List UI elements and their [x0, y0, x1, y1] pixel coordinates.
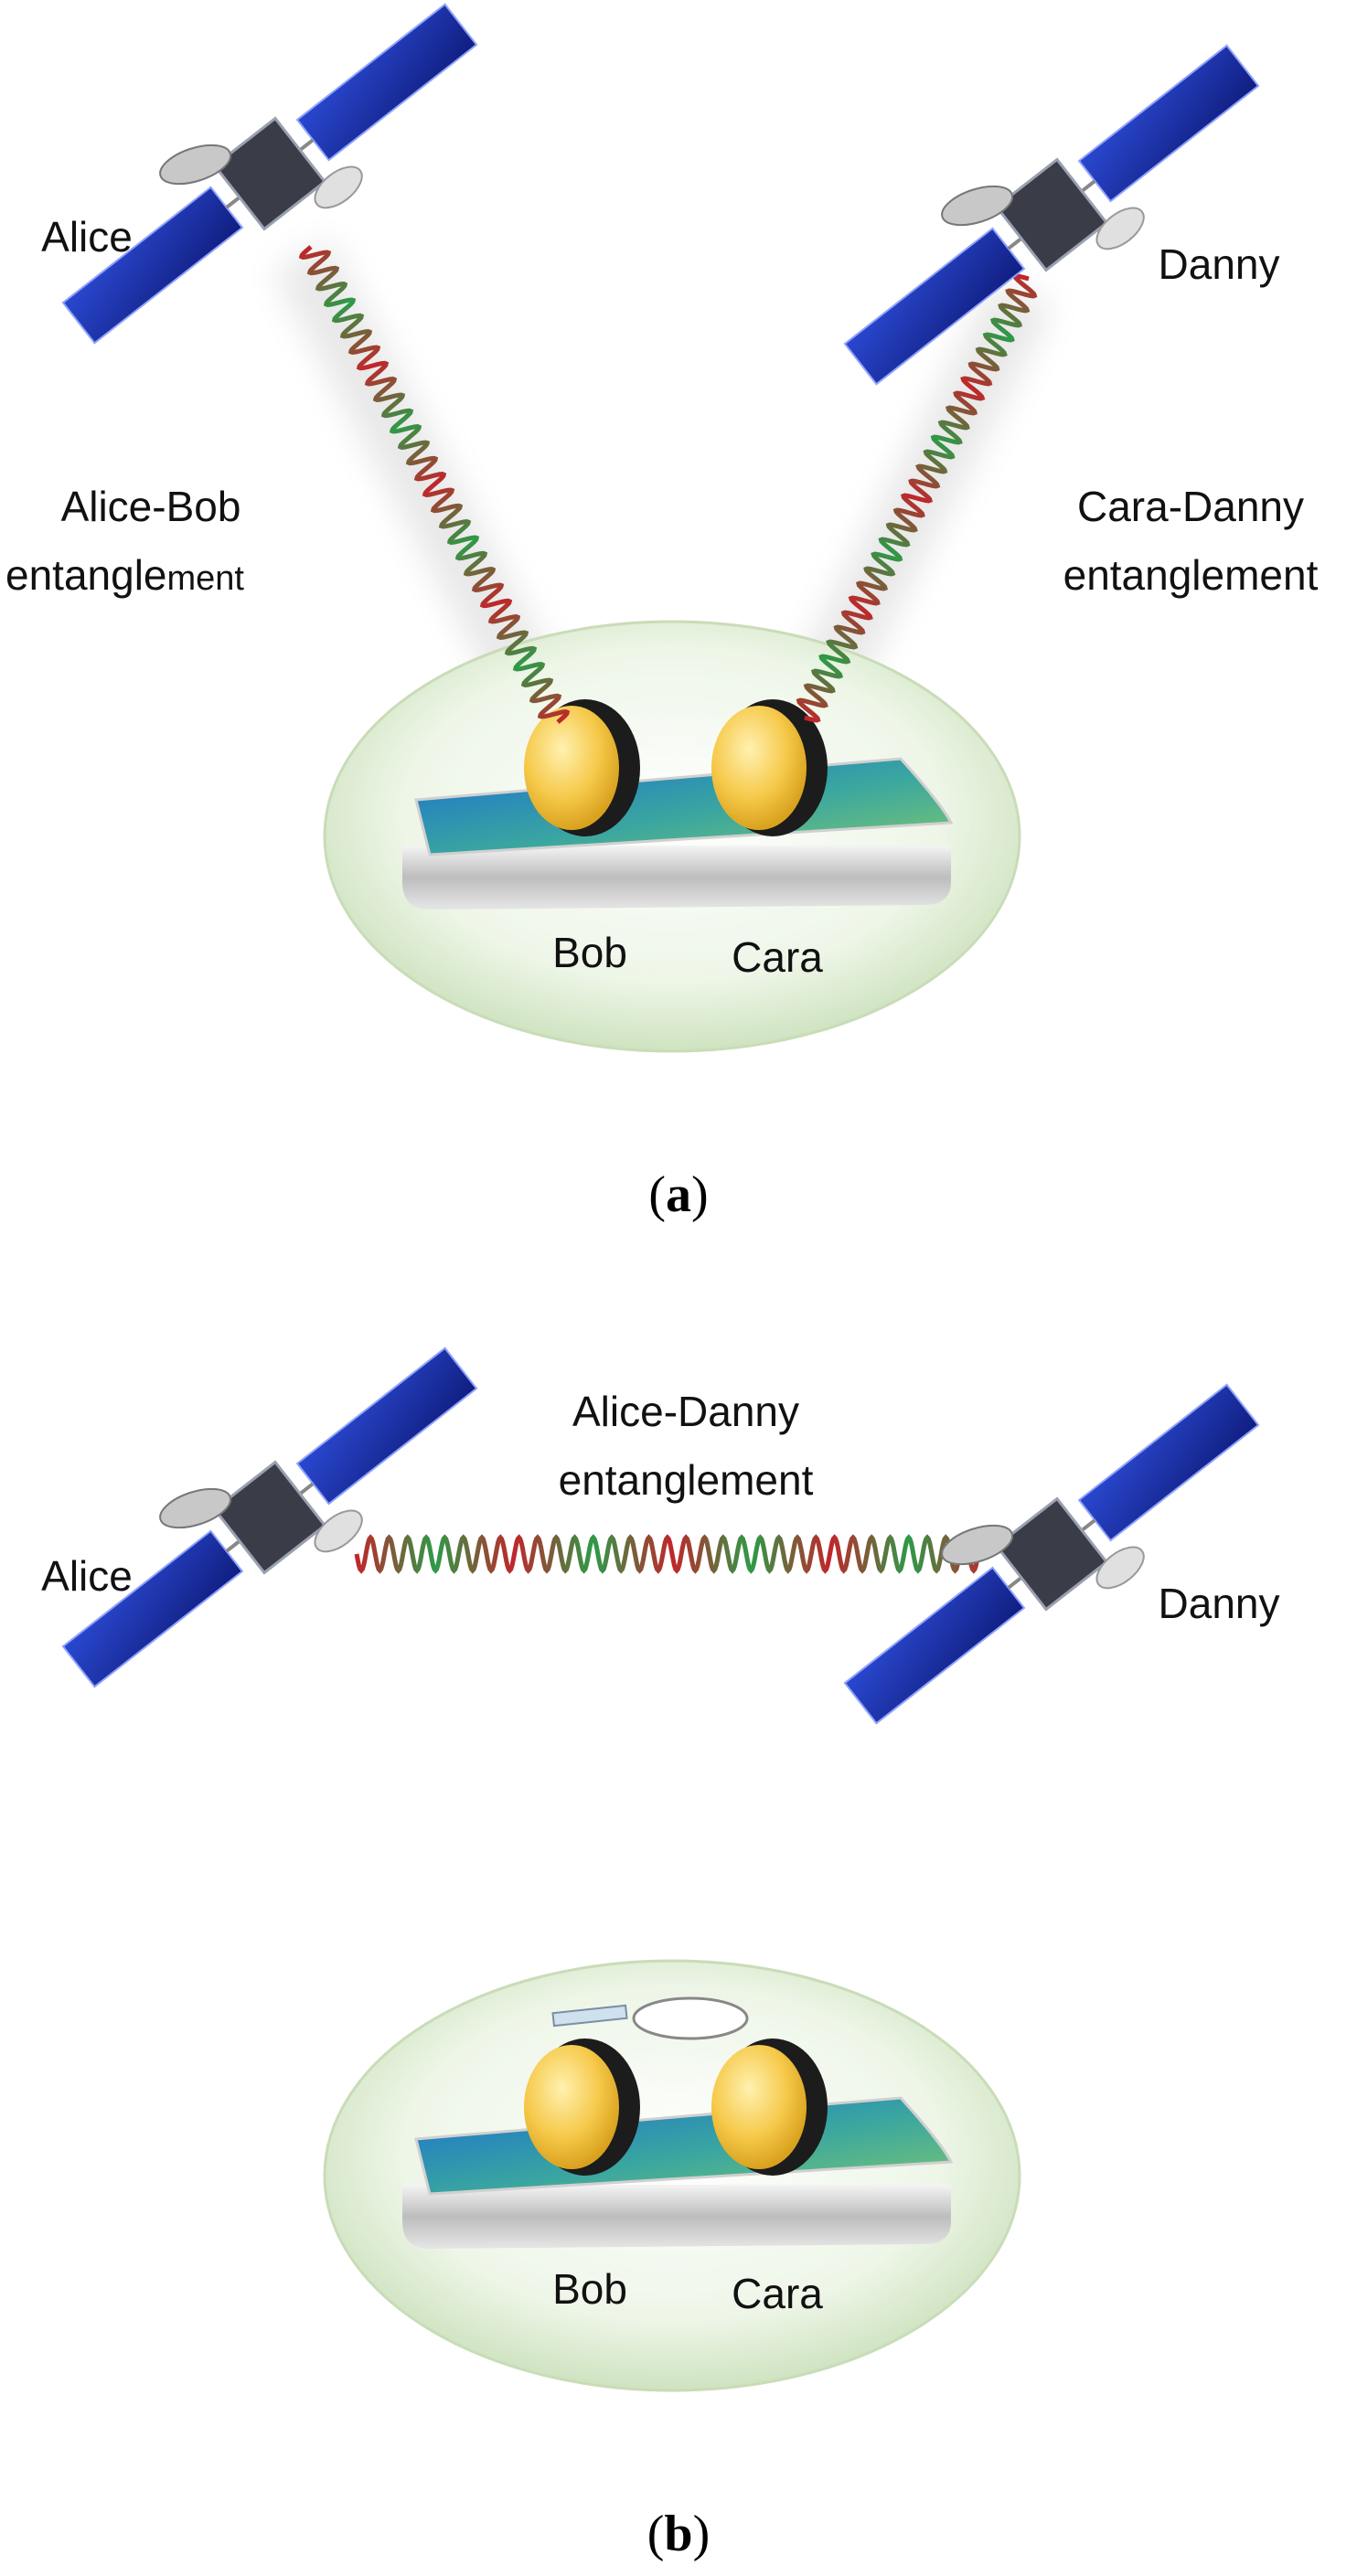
memory-label-bob: Bob: [552, 929, 627, 976]
node-label-alice: Alice: [41, 213, 133, 261]
link-label-alice-danny-line2: entanglement: [559, 1456, 814, 1504]
node-label-danny: Danny: [1159, 240, 1280, 288]
memory-label-bob-b: Bob: [552, 2265, 627, 2313]
satellite-icon-danny-b: [843, 1383, 1260, 1725]
panel-b: Alice Danny Alice-Danny entanglement Bob: [41, 1347, 1280, 2562]
entanglement-wave-icon-cara-danny: [796, 273, 1038, 723]
link-label-alice-danny-line1: Alice-Danny: [572, 1388, 799, 1435]
satellite-icon-alice: [61, 3, 478, 345]
memory-label-cara: Cara: [732, 933, 823, 981]
satellite-icon-alice-b: [61, 1347, 478, 1688]
caption-b: (b): [647, 2506, 710, 2562]
caption-a: (a): [648, 1166, 708, 1223]
link-label-cara-danny-line2: entanglement: [1063, 551, 1319, 599]
satellite-icon-danny: [843, 44, 1260, 386]
memory-disk-icon-bob-b: [524, 2038, 640, 2176]
node-label-danny-b: Danny: [1159, 1580, 1280, 1627]
memory-disk-icon-bob: [524, 699, 640, 836]
memory-disk-icon-cara-b: [711, 2038, 828, 2176]
memory-label-cara-b: Cara: [732, 2270, 823, 2317]
entanglement-wave-icon-alice-bob: [298, 245, 571, 724]
measurement-icon: [551, 1996, 749, 2040]
quantum-memory-node-a: Bob Cara: [323, 620, 1021, 1053]
quantum-memory-node-b: Bob Cara: [323, 1959, 1021, 2392]
memory-disk-icon-cara: [711, 699, 828, 836]
link-label-alice-bob-line1: Alice-Bob: [61, 483, 241, 530]
panel-a: Bob Cara Alice Danny Alice-Bob entanglem…: [5, 3, 1319, 1223]
entanglement-wave-icon-alice-danny: [354, 1534, 990, 1574]
node-label-alice-b: Alice: [41, 1552, 133, 1600]
link-label-alice-bob-line2: entanglement: [5, 551, 244, 599]
link-label-cara-danny-line1: Cara-Danny: [1077, 483, 1304, 530]
